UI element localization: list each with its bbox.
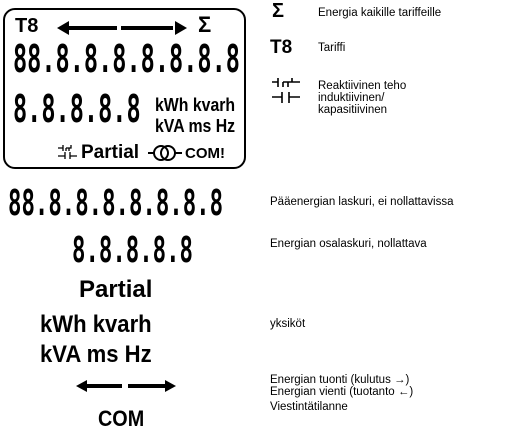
- legend-reactive-power: Reaktiivinen teho induktiivinen/ kapasit…: [318, 80, 407, 116]
- partial-counter-symbol-digits: 8.8.8.8.8: [72, 230, 193, 271]
- partial-counter-digits: 8.8.8.8.8: [13, 87, 141, 131]
- units-line-1: kWh kvarh: [155, 95, 236, 115]
- sigma-symbol: Σ: [272, 0, 285, 22]
- units-line-2: kVA ms Hz: [155, 116, 236, 136]
- tariff-indicator: T8: [15, 15, 39, 37]
- reactive-power-symbol-icon: [272, 78, 300, 103]
- tariff-symbol: T8: [270, 37, 293, 58]
- legend-energy-all-tariffs: Energia kaikille tariffeille: [318, 7, 442, 19]
- com-alert-label: COM!: [185, 145, 225, 162]
- import-export-arrows-icon: [76, 380, 176, 392]
- direction-arrows-icon: [57, 21, 187, 35]
- legend-import: Energian tuonti (kulutus →): [270, 374, 410, 386]
- main-counter-digits: 88.8.8.8.8.8.8.8: [13, 37, 240, 81]
- main-counter-symbol-digits: 88.8.8.8.8.8.8.8: [8, 183, 224, 224]
- units-symbol-line-2: kVA ms Hz: [40, 341, 152, 368]
- com-symbol-label: COM: [98, 406, 145, 431]
- lcd-display-panel: T8 Σ 88.8.8.8.8.8.8.8 8.8.8.8.8 kWh kvar…: [3, 8, 246, 169]
- units-symbol-line-1: kWh kvarh: [40, 311, 152, 338]
- sigma-indicator: Σ: [198, 12, 212, 37]
- legend-units: yksiköt: [270, 318, 306, 330]
- legend-communication: Viestintätilanne: [270, 401, 348, 413]
- legend-tariff: Tariffi: [318, 42, 346, 54]
- partial-symbol-label: Partial: [79, 276, 153, 303]
- legend-partial-counter: Energian osalaskuri, nollattava: [270, 238, 427, 250]
- partial-label: Partial: [81, 142, 140, 163]
- legend-export: Energian vienti (tuotanto ←): [270, 386, 414, 398]
- reactive-power-icon: [58, 145, 77, 159]
- communication-ring-icon: [148, 145, 182, 161]
- legend-main-counter: Pääenergian laskuri, ei nollattavissa: [270, 196, 454, 208]
